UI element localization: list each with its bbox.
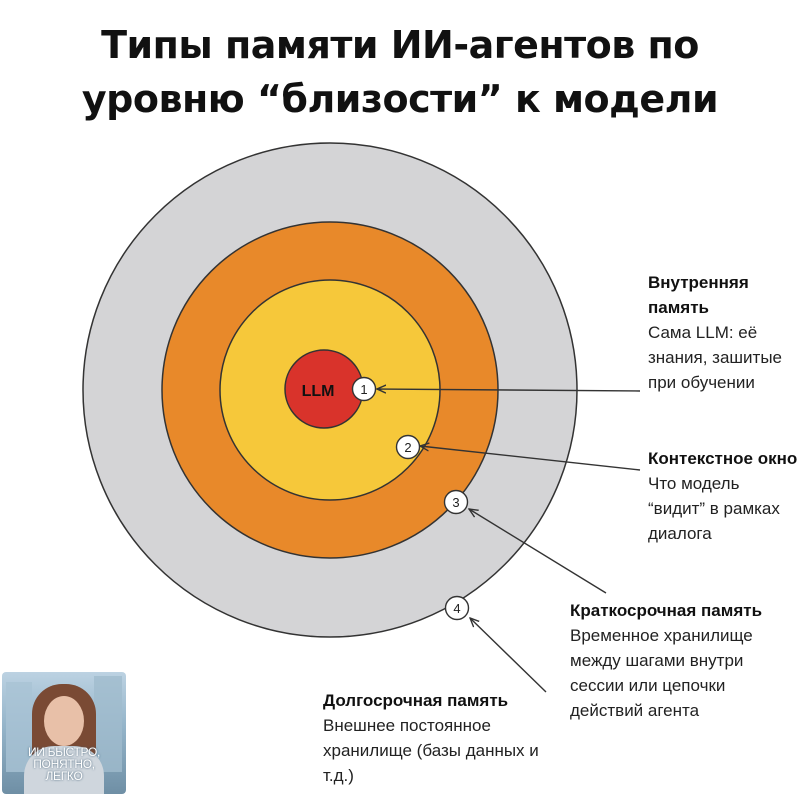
marker-1: 1 (351, 376, 377, 402)
badge-caption-line-1: ИИ БЫСТРО, (27, 745, 101, 759)
label-internal-memory-description: Сама LLM: её знания, зашитые при обучени… (648, 323, 783, 392)
core-llm-label: LLM (302, 383, 335, 400)
badge-portrait-body (24, 746, 104, 794)
connector-4 (470, 618, 547, 693)
label-context-window-description: Что модель “видит” в рамках диалога (648, 474, 780, 543)
label-long-term-memory: Долгосрочная память Внешнее постоянное х… (323, 688, 543, 788)
badge-caption-line-2: ПОНЯТНО, (33, 757, 95, 771)
author-badge-image: ИИ БЫСТРО, ПОНЯТНО, ЛЕГКО (2, 672, 126, 794)
label-internal-memory: Внутренняя память Сама LLM: её знания, з… (648, 270, 798, 395)
marker-4-number: 4 (453, 601, 460, 616)
title-line-2: уровню “близости” к модели (81, 77, 719, 121)
label-short-term-memory: Краткосрочная память Временное хранилище… (570, 598, 798, 723)
label-context-window: Контекстное окно Что модель “видит” в ра… (648, 446, 800, 546)
marker-1-number: 1 (360, 382, 367, 397)
connector-1 (377, 389, 641, 391)
label-internal-memory-heading: Внутренняя память (648, 273, 749, 317)
badge-building-left (6, 682, 32, 772)
badge-building-right (94, 676, 122, 772)
connector-2 (420, 446, 641, 471)
label-long-term-memory-heading: Долгосрочная память (323, 691, 509, 710)
marker-4: 4 (444, 595, 470, 621)
label-short-term-memory-heading: Краткосрочная память (570, 601, 763, 620)
marker-2: 2 (395, 434, 421, 460)
page-title: Типы памяти ИИ-агентов по уровню “близос… (0, 18, 800, 126)
marker-3-number: 3 (452, 495, 459, 510)
label-long-term-memory-description: Внешнее постоянное хранилище (базы данны… (323, 716, 539, 785)
connector-3 (469, 509, 607, 594)
badge-caption-line-3: ЛЕГКО (45, 769, 83, 783)
title-line-1: Типы памяти ИИ-агентов по (101, 23, 699, 67)
label-short-term-memory-description: Временное хранилище между шагами внутри … (570, 626, 753, 720)
badge-portrait-face (44, 696, 84, 746)
marker-3: 3 (443, 489, 469, 515)
label-context-window-heading: Контекстное окно (648, 449, 798, 468)
marker-2-number: 2 (404, 440, 411, 455)
badge-caption: ИИ БЫСТРО, ПОНЯТНО, ЛЕГКО (2, 746, 126, 782)
